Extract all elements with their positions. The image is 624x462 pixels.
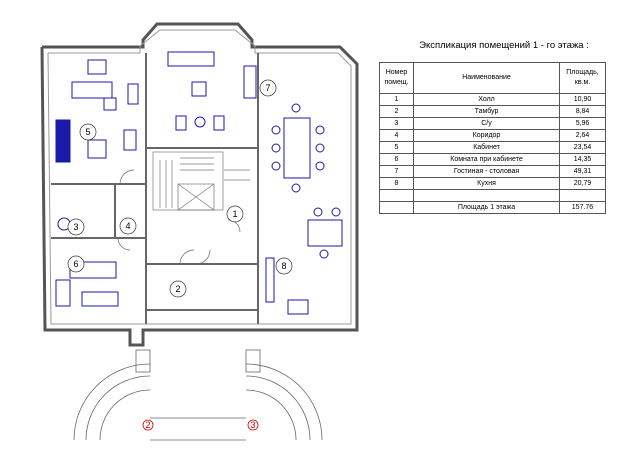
room-markers	[67, 79, 293, 298]
cell-area: 8,84	[559, 105, 606, 118]
table-header-row: Номер помещ. Наименование Площадь, кв.м.	[379, 62, 606, 94]
cell-num: 6	[379, 153, 414, 166]
stair-label-right: 3	[250, 420, 255, 430]
room-marker-6	[67, 255, 85, 273]
total-name: Площадь 1 этажа	[413, 201, 560, 214]
room-label-8: 8	[281, 261, 286, 271]
cell-area: 23,54	[559, 141, 606, 154]
cell-num: 2	[379, 105, 414, 118]
cell-name: С/у	[413, 117, 560, 130]
room-label-5: 5	[85, 127, 90, 137]
cell-area: 20,79	[559, 177, 606, 190]
cell-name: Кухня	[413, 177, 560, 190]
exterior-stairs	[73, 349, 323, 441]
room-marker-4	[119, 217, 137, 235]
room-labels: 1 2 3 4 5 6 7 8	[73, 83, 286, 294]
stair-markers	[142, 419, 259, 431]
cell-num: 8	[379, 177, 414, 190]
interior-walls	[51, 53, 259, 324]
room-label-1: 1	[232, 209, 237, 219]
cell-num: 4	[379, 129, 414, 142]
header-num: Номер помещ.	[379, 62, 414, 94]
cell-name: Гостиная - столовая	[413, 165, 560, 178]
room-marker-5	[79, 123, 97, 141]
cell-num: 3	[379, 117, 414, 130]
cell-name: Кабинет	[413, 141, 560, 154]
stair-label-left: 2	[145, 420, 150, 430]
explication-table: Номер помещ. Наименование Площадь, кв.м.…	[379, 62, 606, 214]
table-row-empty	[379, 189, 606, 202]
room-marker-8	[275, 257, 293, 275]
cell-name: Тамбур	[413, 105, 560, 118]
room-marker-3	[67, 218, 85, 236]
cell-num: 7	[379, 165, 414, 178]
room-label-6: 6	[73, 259, 78, 269]
room-marker-2	[169, 280, 187, 298]
outer-walls	[40, 22, 359, 347]
room-marker-7	[259, 79, 277, 97]
header-name: Наименование	[413, 62, 560, 94]
cell-num: 5	[379, 141, 414, 154]
header-area: Площадь, кв.м.	[559, 62, 606, 94]
explication-title: Экспликация помещений 1 - го этажа :	[419, 40, 589, 51]
room-label-7: 7	[265, 83, 270, 93]
cell-area: 2,64	[559, 129, 606, 142]
room-marker-1	[226, 205, 244, 223]
doors	[117, 169, 241, 265]
total-area: 157.76	[559, 201, 606, 214]
cell-name: Коридор	[413, 129, 560, 142]
room-label-4: 4	[125, 221, 130, 231]
furniture	[55, 51, 343, 315]
interior-stair	[152, 151, 250, 211]
room-label-2: 2	[175, 284, 180, 294]
cell-name: Холл	[413, 93, 560, 106]
room-label-3: 3	[73, 222, 78, 232]
cell-num: 1	[379, 93, 414, 106]
cell-name: Комната при кабинете	[413, 153, 560, 166]
cell-area: 10,90	[559, 93, 606, 106]
cell-area: 14,35	[559, 153, 606, 166]
cell-area: 5,96	[559, 117, 606, 130]
cell-area: 49,31	[559, 165, 606, 178]
